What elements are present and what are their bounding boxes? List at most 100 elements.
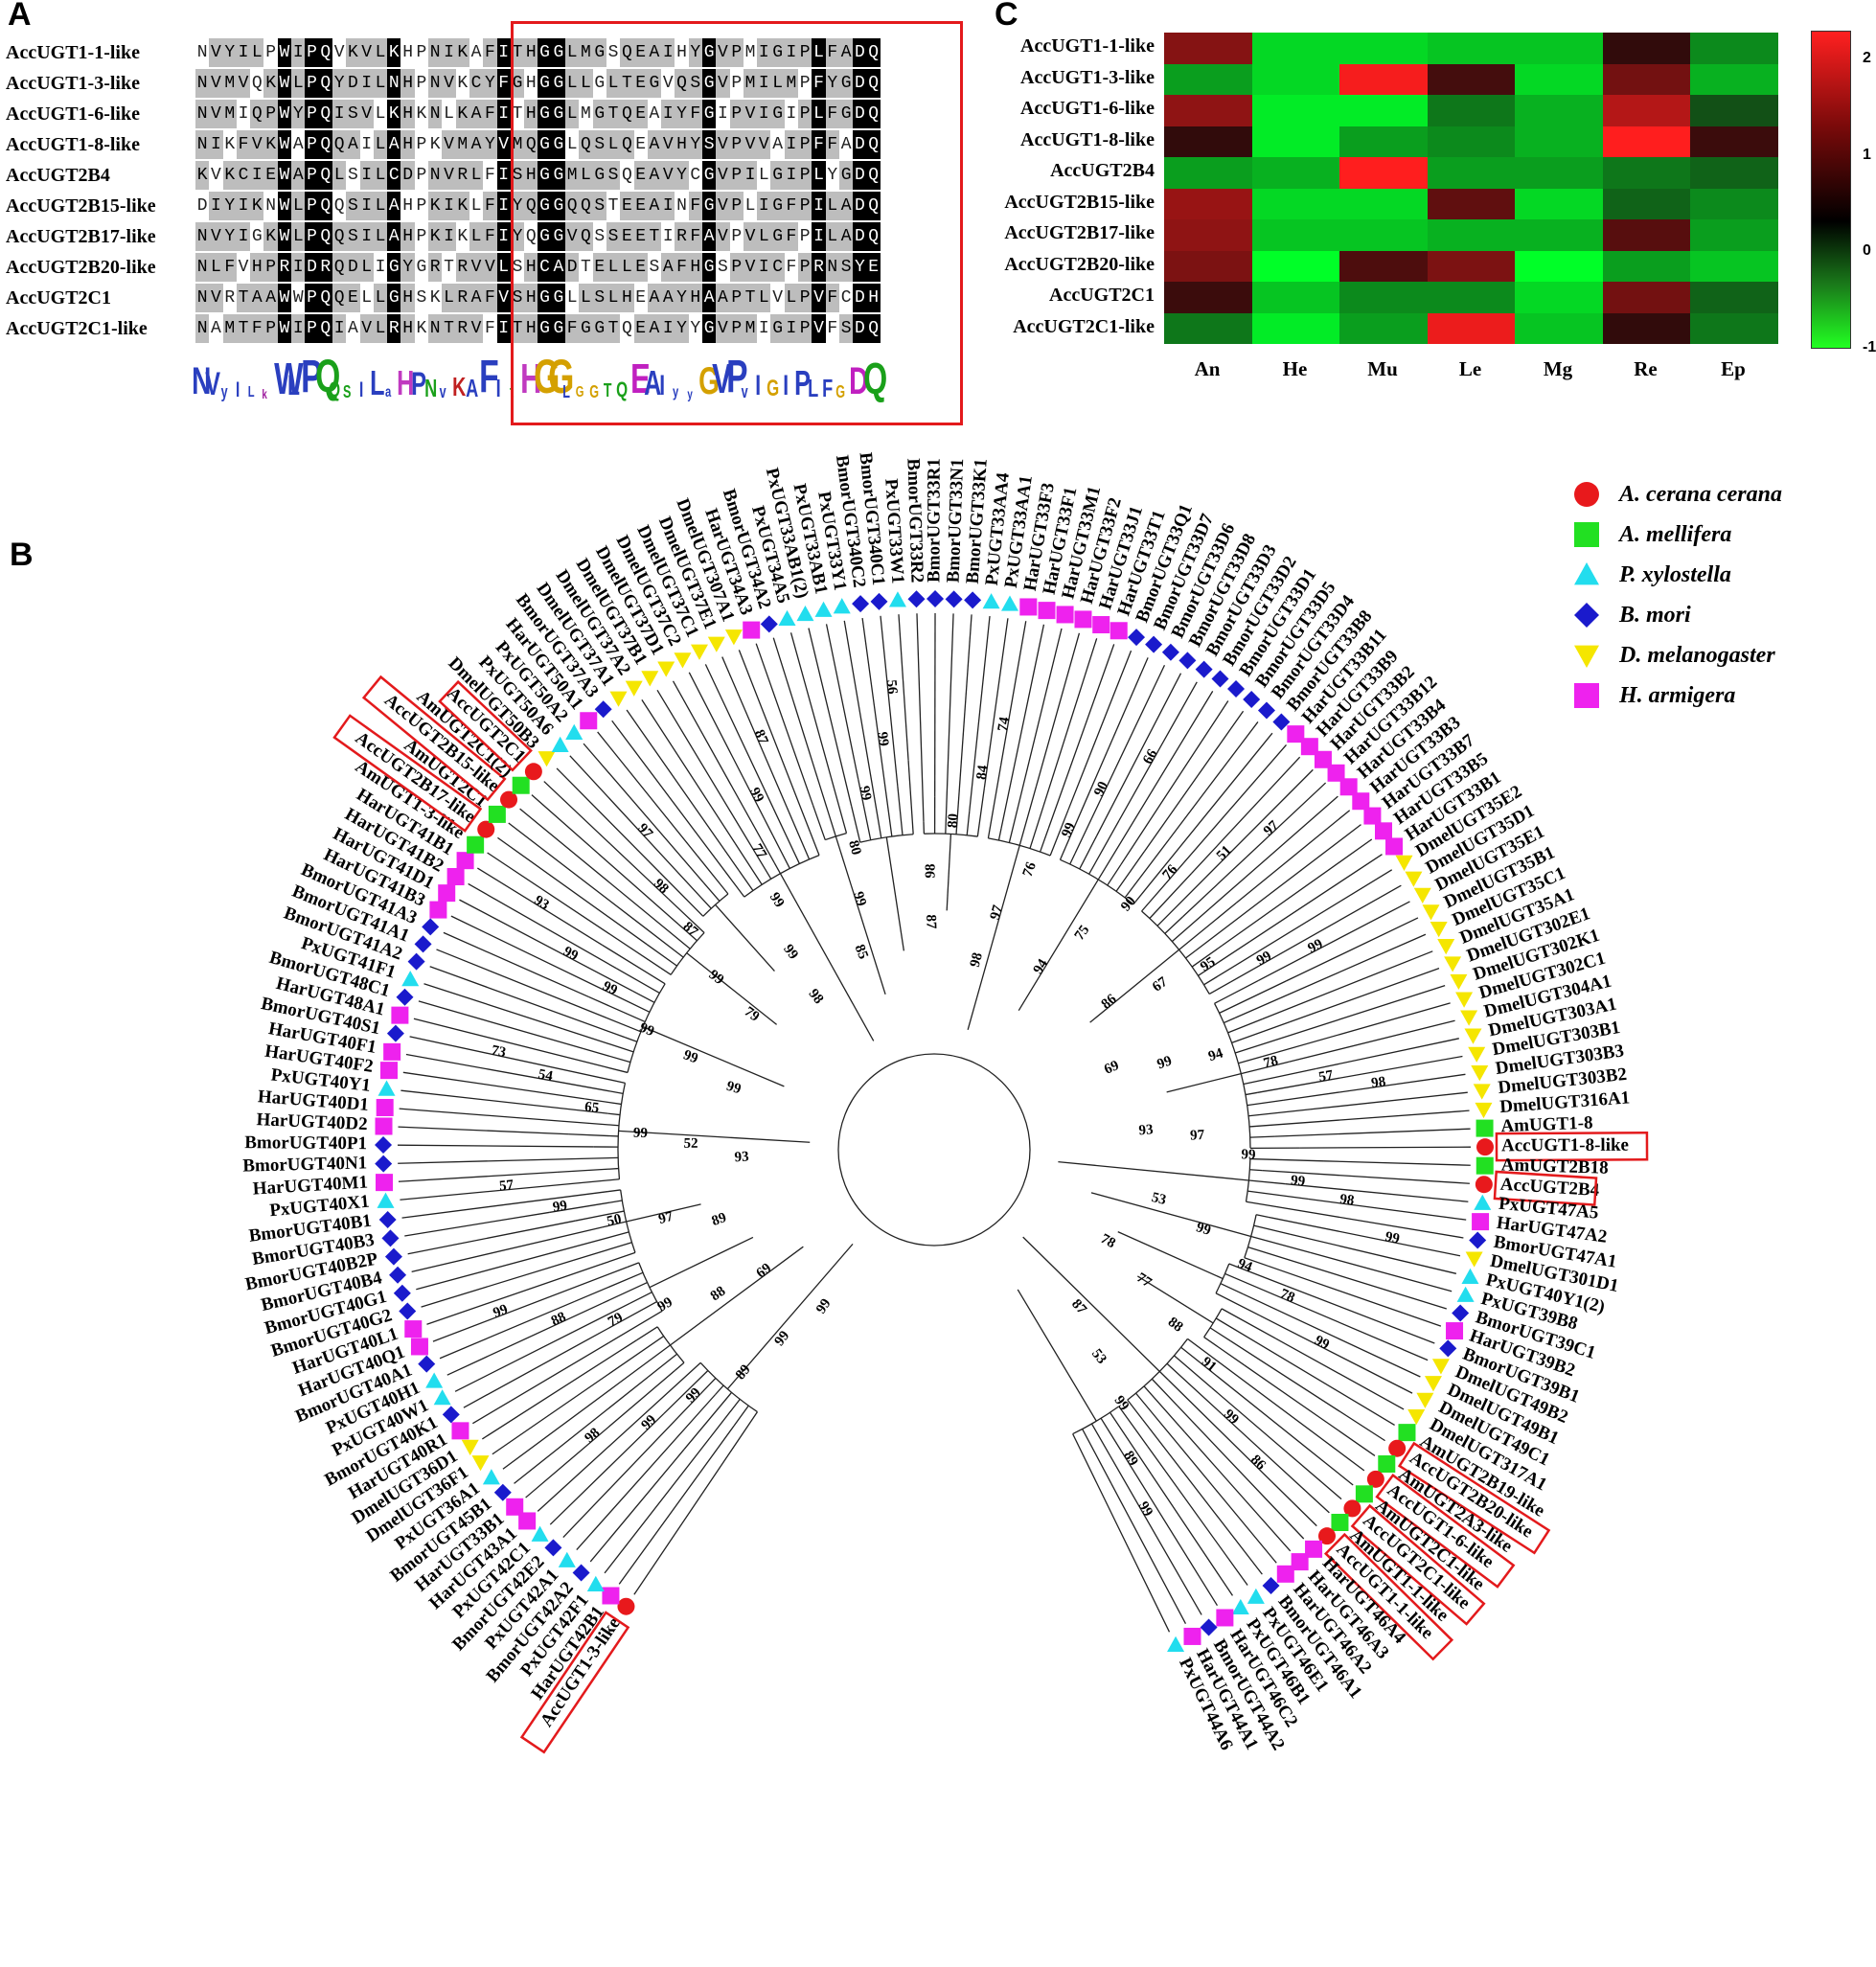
residue-cell: V bbox=[496, 284, 511, 312]
heatmap-row-label: AccUGT2B4 bbox=[1050, 160, 1155, 181]
residue-cell: F bbox=[812, 130, 826, 159]
square-icon bbox=[1398, 1424, 1416, 1442]
legend-item: P. xylostella bbox=[1571, 555, 1782, 595]
leaf-branch bbox=[492, 1336, 665, 1455]
residue-cell: I bbox=[332, 314, 347, 343]
residue-cell: V bbox=[757, 130, 771, 159]
heatmap-cell bbox=[1164, 126, 1252, 157]
clade-connector bbox=[627, 1262, 640, 1269]
residue-cell: K bbox=[455, 69, 469, 98]
residue-cell: I bbox=[359, 192, 374, 220]
logo-letter: k bbox=[262, 386, 268, 401]
residue-cell: Q bbox=[318, 161, 332, 190]
residue-cell: F bbox=[825, 284, 839, 312]
bootstrap-value: 69 bbox=[1102, 1058, 1121, 1078]
residue-cell: E bbox=[620, 222, 634, 251]
residue-cell: D bbox=[853, 100, 867, 128]
residue-cell: G bbox=[414, 253, 429, 282]
residue-cell: E bbox=[633, 314, 648, 343]
residue-cell: F bbox=[483, 192, 497, 220]
bootstrap-value: 98 bbox=[582, 1425, 603, 1446]
square-icon bbox=[512, 776, 530, 794]
square-icon bbox=[1074, 610, 1092, 629]
circle-icon bbox=[1317, 1527, 1336, 1545]
residue-cell: S bbox=[510, 161, 525, 190]
residue-cell: E bbox=[620, 192, 634, 220]
leaf-branch bbox=[562, 1404, 691, 1539]
leaf-branch bbox=[1144, 710, 1245, 852]
residue-cell: T bbox=[442, 314, 456, 343]
heatmap-cell bbox=[1339, 312, 1428, 344]
bootstrap-value: 87 bbox=[751, 727, 771, 747]
residue-cell: T bbox=[510, 100, 525, 128]
residue-cell: D bbox=[853, 69, 867, 98]
clade-connector bbox=[545, 1119, 620, 1127]
residue-cell: N bbox=[263, 192, 278, 220]
diamond-icon bbox=[418, 1355, 436, 1373]
leaf-branch bbox=[947, 613, 954, 772]
clade-connector bbox=[1250, 1235, 1311, 1254]
triangle-down-icon bbox=[1455, 992, 1474, 1008]
triangle-down-icon bbox=[1437, 939, 1455, 955]
residue-cell: K bbox=[263, 69, 278, 98]
residue-cell: P bbox=[305, 161, 319, 190]
residue-cell: Q bbox=[332, 222, 347, 251]
bootstrap-value: 99 bbox=[1312, 1333, 1332, 1353]
leaf-branch bbox=[537, 1361, 701, 1512]
residue-cell: H bbox=[524, 284, 538, 312]
heatmap-cell bbox=[1515, 188, 1603, 219]
residue-cell: P bbox=[729, 253, 744, 282]
residue-cell: Y bbox=[688, 314, 702, 343]
residue-cell: Q bbox=[524, 130, 538, 159]
residue-cell: L bbox=[373, 69, 388, 98]
residue-cell: I bbox=[784, 38, 799, 67]
square-icon bbox=[1300, 738, 1318, 756]
bootstrap-value: 85 bbox=[852, 943, 871, 962]
residue-cell: S bbox=[346, 100, 360, 128]
heatmap-cell bbox=[1427, 282, 1515, 313]
residue-cell: I bbox=[291, 314, 306, 343]
circle-icon bbox=[1476, 1138, 1494, 1156]
clade-connector bbox=[1247, 1190, 1309, 1201]
residue-cell: G bbox=[770, 192, 785, 220]
logo-letter: L bbox=[562, 382, 571, 401]
residue-cell: G bbox=[647, 69, 662, 98]
residue-cell: L bbox=[743, 192, 758, 220]
residue-cell: Q bbox=[866, 130, 881, 159]
heatmap-col-label: An bbox=[1194, 357, 1221, 380]
leaf-branch bbox=[1140, 732, 1273, 896]
residue-cell: S bbox=[510, 253, 525, 282]
residue-cell: P bbox=[414, 38, 429, 67]
leaf-label: BmorUGT40P1 bbox=[244, 1132, 367, 1154]
square-icon bbox=[446, 867, 465, 885]
heatmap-cell bbox=[1515, 312, 1603, 344]
residue-cell: K bbox=[428, 222, 443, 251]
residue-cell: H bbox=[620, 284, 634, 312]
residue-cell: L bbox=[620, 253, 634, 282]
residue-cell: T bbox=[442, 253, 456, 282]
diamond-icon bbox=[594, 700, 612, 719]
leaf-branch bbox=[1289, 1233, 1457, 1274]
residue-cell: L bbox=[606, 69, 621, 98]
internal-branch bbox=[618, 1130, 811, 1143]
diamond-icon bbox=[945, 590, 963, 608]
residue-cell: Y bbox=[222, 38, 237, 67]
circle-icon bbox=[477, 820, 495, 838]
logo-letter: S bbox=[343, 382, 352, 401]
residue-cell: A bbox=[291, 161, 306, 190]
diamond-icon bbox=[1161, 643, 1179, 661]
clade-connector bbox=[1244, 1257, 1269, 1267]
residue-cell: W bbox=[291, 284, 306, 312]
residue-cell: L bbox=[373, 161, 388, 190]
triangle-up-icon bbox=[558, 1551, 576, 1567]
residue-cell: L bbox=[373, 192, 388, 220]
leaf-branch bbox=[1283, 1073, 1466, 1101]
residue-cell: Q bbox=[620, 130, 634, 159]
residue-cell: G bbox=[538, 222, 552, 251]
residue-cell: L bbox=[469, 161, 484, 190]
triangle-down-icon bbox=[1460, 1010, 1478, 1026]
leaf-branch bbox=[1268, 1216, 1461, 1257]
bootstrap-value: 73 bbox=[490, 1042, 507, 1061]
square-icon bbox=[404, 1320, 423, 1338]
